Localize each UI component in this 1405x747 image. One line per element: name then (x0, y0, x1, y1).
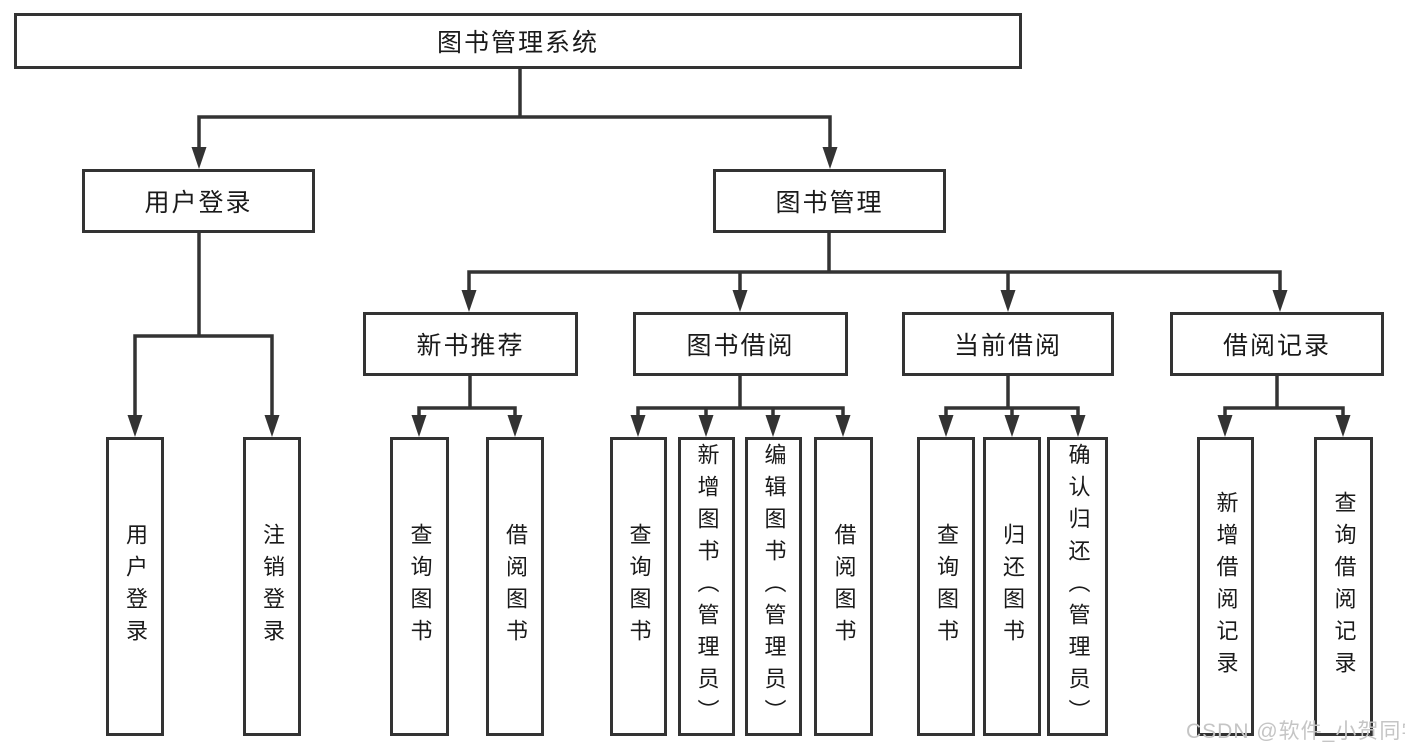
leaf-bb-edit-book-admin: 编辑图书（管理员） (745, 437, 802, 736)
node-root: 图书管理系统 (14, 13, 1022, 69)
leaf-bb-query-book-label: 查询图书 (626, 522, 652, 651)
node-new-book-recommend-label: 新书推荐 (416, 332, 525, 360)
leaf-br-add-record-label: 新增借阅记录 (1213, 490, 1239, 683)
leaf-logout: 注销登录 (243, 437, 301, 736)
node-new-book-recommend: 新书推荐 (363, 312, 578, 376)
leaf-cb-return-book: 归还图书 (983, 437, 1041, 736)
leaf-user-login-label: 用户登录 (123, 522, 148, 651)
leaf-bb-edit-book-admin-label: 编辑图书（管理员） (761, 442, 787, 731)
node-current-borrow-label: 当前借阅 (953, 332, 1062, 360)
node-borrow-record: 借阅记录 (1170, 312, 1384, 376)
leaf-nb-borrow-book: 借阅图书 (486, 437, 544, 736)
leaf-br-add-record: 新增借阅记录 (1197, 437, 1254, 736)
node-user-login: 用户登录 (82, 169, 315, 233)
node-borrow-record-label: 借阅记录 (1222, 332, 1331, 360)
leaf-bb-query-book: 查询图书 (610, 437, 667, 736)
node-current-borrow: 当前借阅 (902, 312, 1114, 376)
leaf-nb-query-book-label: 查询图书 (407, 522, 433, 651)
leaf-nb-borrow-book-label: 借阅图书 (503, 522, 528, 651)
node-book-management: 图书管理 (713, 169, 946, 233)
leaf-cb-confirm-return-admin-label: 确认归还（管理员） (1065, 442, 1091, 731)
node-book-management-label: 图书管理 (775, 189, 884, 217)
leaf-cb-confirm-return-admin: 确认归还（管理员） (1047, 437, 1108, 736)
leaf-cb-return-book-label: 归还图书 (1000, 522, 1025, 651)
node-root-label: 图书管理系统 (436, 29, 599, 57)
csdn-watermark: CSDN @软件_小贺同学 (1186, 720, 1405, 743)
leaf-bb-borrow-book-label: 借阅图书 (831, 522, 857, 651)
leaf-bb-add-book-admin: 新增图书（管理员） (678, 437, 735, 736)
node-user-login-label: 用户登录 (144, 189, 253, 217)
node-book-borrow-label: 图书借阅 (686, 332, 795, 360)
leaf-cb-query-book: 查询图书 (917, 437, 975, 736)
leaf-logout-label: 注销登录 (260, 522, 285, 651)
leaf-br-query-record-label: 查询借阅记录 (1331, 490, 1357, 683)
leaf-bb-add-book-admin-label: 新增图书（管理员） (694, 442, 720, 731)
leaf-nb-query-book: 查询图书 (390, 437, 449, 736)
leaf-bb-borrow-book: 借阅图书 (814, 437, 873, 736)
node-book-borrow: 图书借阅 (633, 312, 848, 376)
leaf-user-login: 用户登录 (106, 437, 164, 736)
leaf-br-query-record: 查询借阅记录 (1314, 437, 1373, 736)
leaf-cb-query-book-label: 查询图书 (934, 522, 959, 651)
